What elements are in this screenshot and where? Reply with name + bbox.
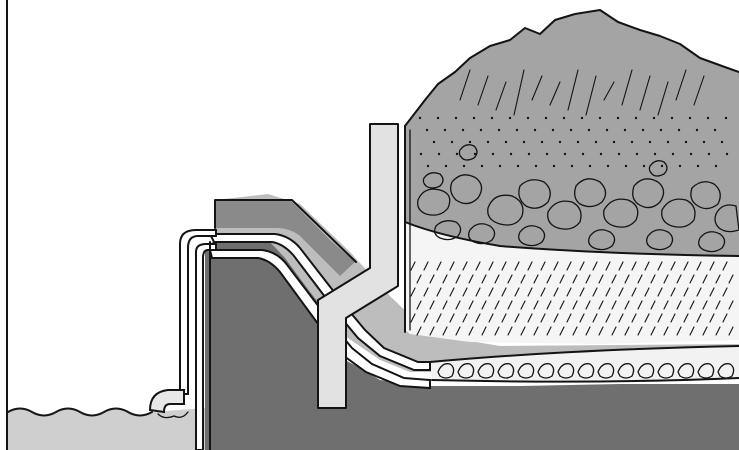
gravel-dot xyxy=(726,153,728,155)
gravel-dot xyxy=(545,117,547,119)
gravel-dot xyxy=(523,141,525,143)
gravel-dot xyxy=(509,117,511,119)
gravel-dot xyxy=(624,129,626,131)
gravel-dot xyxy=(564,153,566,155)
gravel-dot xyxy=(631,141,633,143)
gravel-dot xyxy=(581,117,583,119)
gravel-dot xyxy=(563,117,565,119)
gravel-dot xyxy=(671,117,673,119)
gravel-dot xyxy=(697,165,699,167)
gravel-dot xyxy=(667,141,669,143)
gravel-dot xyxy=(714,129,716,131)
gravel-dot xyxy=(499,165,501,167)
gravel-dot xyxy=(553,165,555,167)
gravel-dot xyxy=(589,165,591,167)
gravel-dot xyxy=(535,165,537,167)
gravel-dot xyxy=(606,129,608,131)
gravel-dot xyxy=(588,129,590,131)
gravel-dot xyxy=(474,153,476,155)
gravel-dot xyxy=(672,153,674,155)
gravel-dot xyxy=(678,129,680,131)
gravel-dot xyxy=(455,117,457,119)
gravel-dot xyxy=(451,141,453,143)
pipe-outlet xyxy=(150,390,184,412)
gravel-dot xyxy=(613,141,615,143)
gravel-dot xyxy=(582,153,584,155)
gravel-dot xyxy=(498,129,500,131)
gravel-dot xyxy=(600,153,602,155)
gravel-dot xyxy=(721,141,723,143)
gravel-dot xyxy=(541,141,543,143)
gravel-dot xyxy=(653,117,655,119)
gravel-dot xyxy=(595,141,597,143)
gravel-dot xyxy=(456,153,458,155)
gravel-dot xyxy=(527,117,529,119)
gravel-dot xyxy=(703,141,705,143)
gravel-dot xyxy=(438,153,440,155)
gravel-dot xyxy=(618,153,620,155)
gravel-dot xyxy=(473,117,475,119)
gravel-dot xyxy=(577,141,579,143)
gravel-dot xyxy=(445,165,447,167)
gravel-dot xyxy=(463,165,465,167)
gravel-dot xyxy=(516,129,518,131)
gravel-dot xyxy=(654,153,656,155)
gravel-dot xyxy=(481,165,483,167)
gravel-dot xyxy=(552,129,554,131)
gravel-dot xyxy=(487,141,489,143)
gravel-dot xyxy=(462,129,464,131)
gravel-dot xyxy=(636,153,638,155)
gravel-dot xyxy=(690,153,692,155)
gravel-dot xyxy=(696,129,698,131)
gravel-dot xyxy=(528,153,530,155)
gravel-dot xyxy=(685,141,687,143)
gravel-dot xyxy=(559,141,561,143)
gravel-dot xyxy=(635,117,637,119)
gravel-dot xyxy=(491,117,493,119)
gravel-dot xyxy=(505,141,507,143)
gravel-dot xyxy=(725,117,727,119)
gravel-dot xyxy=(607,165,609,167)
gravel-dot xyxy=(715,165,717,167)
gravel-dot xyxy=(546,153,548,155)
gravel-dot xyxy=(599,117,601,119)
gravel-dot xyxy=(510,153,512,155)
gravel-dot xyxy=(660,129,662,131)
gravel-dot xyxy=(571,165,573,167)
gravel-dot xyxy=(570,129,572,131)
gravel-dot xyxy=(534,129,536,131)
gravel-dot xyxy=(707,117,709,119)
gravel-dot xyxy=(643,165,645,167)
gravel-dot xyxy=(649,141,651,143)
gravel-dot xyxy=(420,153,422,155)
gravel-dot xyxy=(708,153,710,155)
gravel-dot xyxy=(469,141,471,143)
gravel-dot xyxy=(433,141,435,143)
gravel-dot xyxy=(661,165,663,167)
gravel-dot xyxy=(617,117,619,119)
gravel-dot xyxy=(427,165,429,167)
gravel-dot xyxy=(437,117,439,119)
gravel-dot xyxy=(642,129,644,131)
gravel-dot xyxy=(679,165,681,167)
gravel-dot xyxy=(492,153,494,155)
gravel-dot xyxy=(480,129,482,131)
gravel-dot xyxy=(517,165,519,167)
gravel-dot xyxy=(419,117,421,119)
gravel-dot xyxy=(426,129,428,131)
gravel-dot xyxy=(625,165,627,167)
gravel-dot xyxy=(689,117,691,119)
gravel-dot xyxy=(444,129,446,131)
